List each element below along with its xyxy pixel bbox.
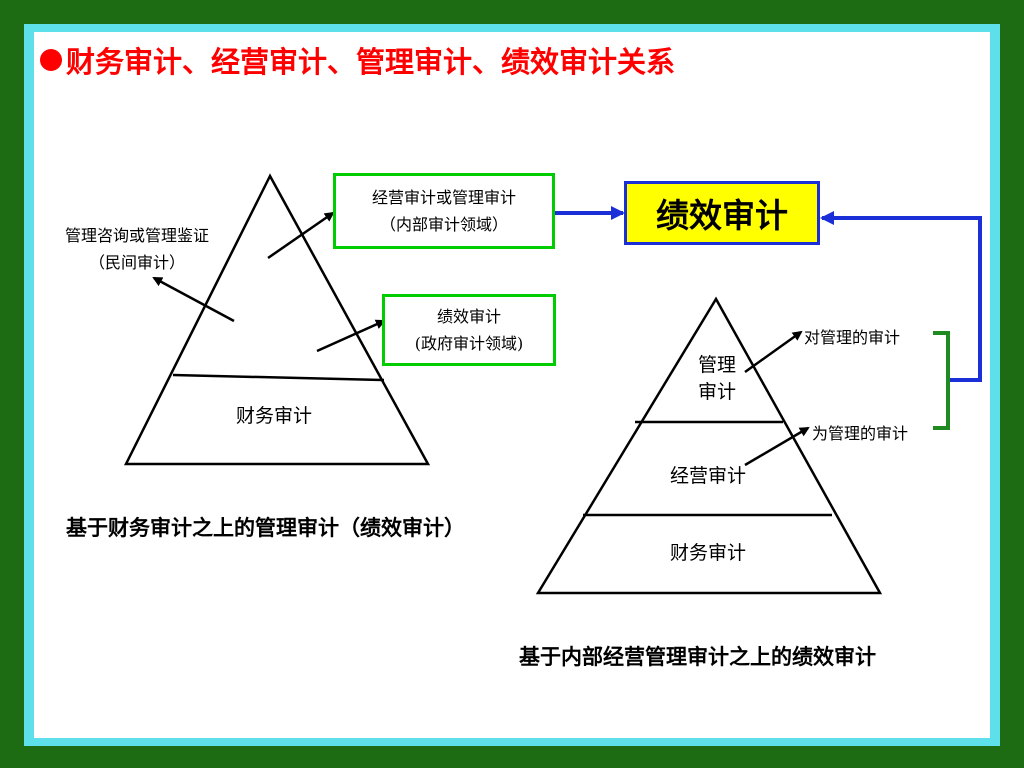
right-base-label: 财务审计	[669, 542, 746, 564]
consulting-label-line1: 管理咨询或管理鉴证	[64, 226, 209, 245]
right-caption: 基于内部经营管理审计之上的绩效审计	[519, 645, 876, 669]
internal-audit-box: 经营审计或管理审计 （内部审计领域）	[333, 173, 555, 249]
right-top-label: 管理 审计	[686, 352, 748, 406]
left-caption: 基于财务审计之上的管理审计（绩效审计）	[66, 516, 465, 540]
green-bracket	[933, 331, 950, 430]
bullet-icon	[40, 49, 62, 71]
gov-audit-line1: 绩效审计	[436, 307, 501, 326]
gov-audit-line2: (政府审计领域)	[414, 334, 524, 353]
internal-audit-line1: 经营审计或管理审计	[371, 188, 516, 207]
slide-title: 财务审计、经营审计、管理审计、绩效审计关系	[40, 38, 675, 82]
left-base-label: 财务审计	[235, 405, 312, 427]
blue-arrow-right	[820, 211, 982, 382]
performance-audit-box: 绩效审计	[624, 181, 820, 245]
arrow-to-consulting	[152, 276, 235, 323]
arrow-to-internal-audit	[267, 211, 335, 260]
slide-panel	[34, 32, 990, 738]
audit-for-management-label: 为管理的审计	[812, 424, 909, 443]
consulting-label-line2: （民间审计）	[88, 253, 185, 272]
audit-of-management-label: 对管理的审计	[804, 328, 901, 347]
arrow-to-gov-audit	[316, 319, 386, 353]
right-top-line1: 管理	[697, 354, 736, 376]
consulting-label: 管理咨询或管理鉴证 （民间审计）	[46, 222, 228, 276]
arrow-audit-of-management	[744, 330, 803, 374]
right-top-line2: 审计	[697, 381, 736, 403]
arrow-audit-for-management	[744, 426, 810, 467]
right-pyramid	[535, 296, 883, 595]
title-text: 财务审计、经营审计、管理审计、绩效审计关系	[66, 45, 676, 79]
gov-audit-box: 绩效审计 (政府审计领域)	[382, 294, 556, 366]
left-pyramid	[123, 173, 431, 466]
internal-audit-line2: （内部审计领域）	[379, 215, 508, 234]
right-middle-label: 经营审计	[669, 465, 746, 487]
